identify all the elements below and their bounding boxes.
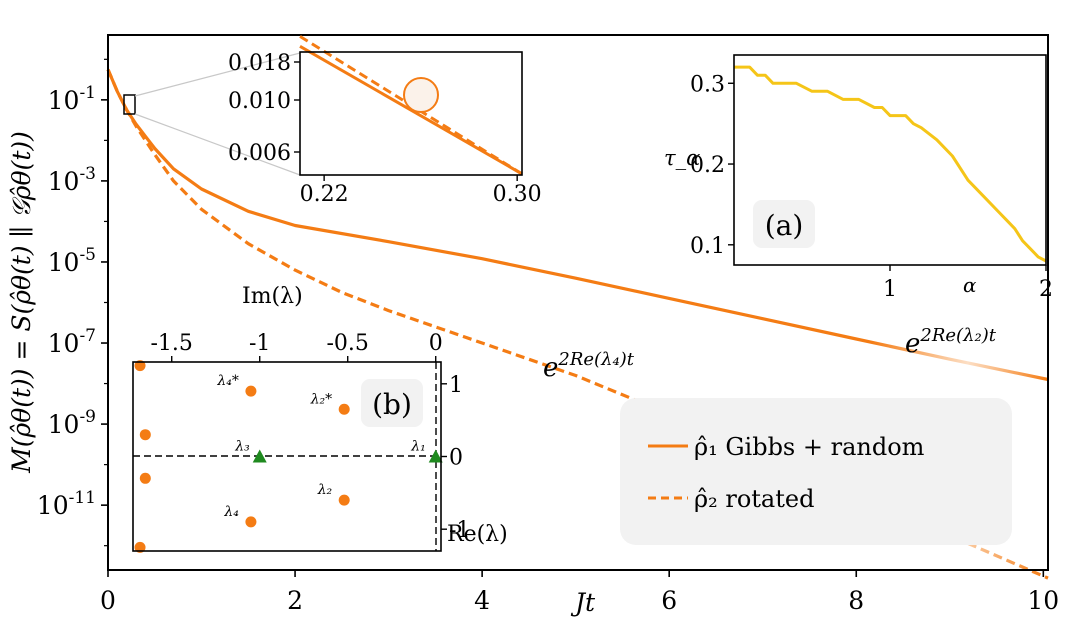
inset-a-x-tick-label: 2 <box>1039 277 1053 302</box>
eigenvalue-dot <box>134 541 146 553</box>
zoom-y-tick-label: 0.010 <box>228 89 291 114</box>
inset-a-x-label: α <box>963 273 977 297</box>
x-tick-label: 6 <box>661 586 677 615</box>
inset-a-y-tick-label: 0.1 <box>690 234 725 259</box>
zoom-background <box>300 52 522 175</box>
inset-a-x-tick-label: 1 <box>883 277 897 302</box>
main-x-label: Jt <box>570 588 596 617</box>
eigenvalue-label: λ₄* <box>216 373 239 389</box>
inset-b-x-tick-label: 0 <box>429 331 443 356</box>
inset-a: 1 2 0.1 0.2 0.3 (a) τ_α α <box>664 54 1053 302</box>
eigenvalue-triangle <box>428 449 443 463</box>
zoom-ticks: 0.22 0.30 0.018 0.010 0.006 <box>228 51 542 207</box>
eigenvalue-dot <box>338 403 350 415</box>
inset-a-y-tick-label: 0.2 <box>690 153 725 178</box>
inset-b-y-tick-label: 0 <box>449 446 463 471</box>
inset-a-label-box <box>753 200 815 248</box>
eigenvalue-dot <box>134 360 146 372</box>
eigenvalue-label: λ₄ <box>223 504 239 520</box>
main-x-ticks: 0 2 4 6 8 10 <box>100 570 1059 615</box>
zoom-frame <box>299 51 523 176</box>
zoom-connector-top <box>134 52 301 97</box>
eigenvalue-label: λ₂* <box>310 391 333 407</box>
inset-a-line <box>734 65 1047 263</box>
eigenvalue-dot <box>338 494 350 506</box>
eigenvalue-dot <box>245 516 257 528</box>
zoom-x-tick-label: 0.30 <box>493 182 542 207</box>
eigenvalue-dot <box>139 472 151 484</box>
y-tick-label: 10-1 <box>48 83 96 115</box>
y-tick-label: 10-9 <box>48 407 96 439</box>
zoom-highlight-circle <box>403 77 439 113</box>
y-tick-label: 10-7 <box>48 326 96 358</box>
legend-box <box>620 398 1012 545</box>
eigenvalue-label: λ₁ <box>410 439 426 455</box>
eigenvalue-label: λ₃ <box>234 439 250 455</box>
inset-b-x-tick-label: -1 <box>249 331 270 356</box>
zoom-region-marker <box>123 94 136 115</box>
x-tick-label: 10 <box>1027 586 1059 615</box>
inset-a-panel-label: (a) <box>765 209 804 242</box>
main-y-label: M(ρ̂θ(t)) = S(ρ̂θ(t) ∥ 𝒢ρ̂θ(t)) <box>7 131 36 474</box>
eigenvalue-label: λ₂ <box>317 482 333 498</box>
eigenvalue-dot <box>245 385 257 397</box>
x-tick-label: 2 <box>287 586 303 615</box>
inset-b-x-tick-label: -0.5 <box>327 331 369 356</box>
y-tick-label: 10-11 <box>37 488 96 520</box>
y-tick-label: 10-5 <box>48 245 96 277</box>
x-tick-label: 4 <box>474 586 490 615</box>
inset-b-side-label: Re(λ) <box>447 522 508 547</box>
y-tick-label: 10-3 <box>48 164 96 196</box>
inset-a-y-label: τ_α <box>664 146 700 170</box>
main-y-ticks: 10-1 10-3 10-5 10-7 10-9 10-11 <box>37 58 108 547</box>
inset-a-frame <box>733 54 1047 266</box>
x-tick-label: 8 <box>848 586 864 615</box>
zoom-connector-bottom <box>134 113 301 176</box>
inset-b-y-tick-label: -1 <box>449 518 470 543</box>
inset-a-series-group <box>734 65 1047 263</box>
inset-a-ticks: 1 2 0.1 0.2 0.3 <box>690 72 1053 302</box>
legend-label-1: ρ̂₁ Gibbs + random <box>694 433 925 461</box>
inset-b-points: λ₄* λ₄ λ₂* λ₂ λ₃ λ₁ <box>134 360 443 553</box>
legend: ρ̂₁ Gibbs + random ρ̂₂ rotated <box>620 398 1012 545</box>
zoom-inset: 0.22 0.30 0.018 0.010 0.006 <box>228 35 542 207</box>
eigenvalue-triangle <box>252 449 267 463</box>
main-axes-frame <box>107 34 1049 571</box>
zoom-y-tick-label: 0.006 <box>228 141 291 166</box>
inset-a-y-tick-label: 0.3 <box>690 72 725 97</box>
annotation-lambda4: e2Re(λ₄)t <box>543 349 635 383</box>
zoom-y-tick-label: 0.018 <box>228 51 291 76</box>
x-tick-label: 0 <box>100 586 116 615</box>
annotation-lambda2: e2Re(λ₂)t <box>905 325 997 359</box>
inset-b-x-tick-label: -1.5 <box>151 331 193 356</box>
inset-b-top-label: Im(λ) <box>242 284 303 309</box>
zoom-x-tick-label: 0.22 <box>300 182 349 207</box>
inset-b-frame <box>132 361 442 552</box>
inset-b-label-box <box>361 379 423 427</box>
inset-b-y-tick-label: 1 <box>449 373 463 398</box>
inset-b-panel-label: (b) <box>372 388 412 421</box>
eigenvalue-dot <box>139 429 151 441</box>
legend-label-2: ρ̂₂ rotated <box>694 485 814 513</box>
